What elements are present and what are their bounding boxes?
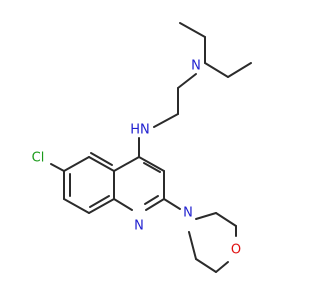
bond [195,212,217,220]
bond [89,195,110,208]
bond [145,198,165,211]
bond [179,22,206,38]
bond [177,73,197,89]
bond [195,258,217,273]
ring-nitrogen-label: N [134,219,144,234]
bond [50,163,65,172]
bond [63,156,90,172]
bond [144,195,159,205]
bond [188,231,197,260]
amine-nitrogen-label: N [191,59,201,74]
bond [88,198,115,214]
nh-label: HN [130,123,150,138]
bond [215,212,237,227]
bond [215,261,229,273]
bond [204,62,229,78]
bond [88,156,115,172]
bond [63,198,90,214]
bond [90,152,113,166]
bond [227,62,252,78]
bond [153,113,179,128]
bonds [50,22,252,273]
bond [163,198,181,210]
bond [143,162,161,173]
chlorine-label: Cl [32,151,45,166]
morpholine-nitrogen-label: N [183,206,193,221]
bond [138,156,165,172]
bond [113,198,133,211]
bond [113,156,140,172]
atom-labels: N HN Cl N N O [32,59,241,258]
morpholine-oxygen-label: O [231,243,241,258]
molecule-structure: N HN Cl N N O [32,22,252,273]
